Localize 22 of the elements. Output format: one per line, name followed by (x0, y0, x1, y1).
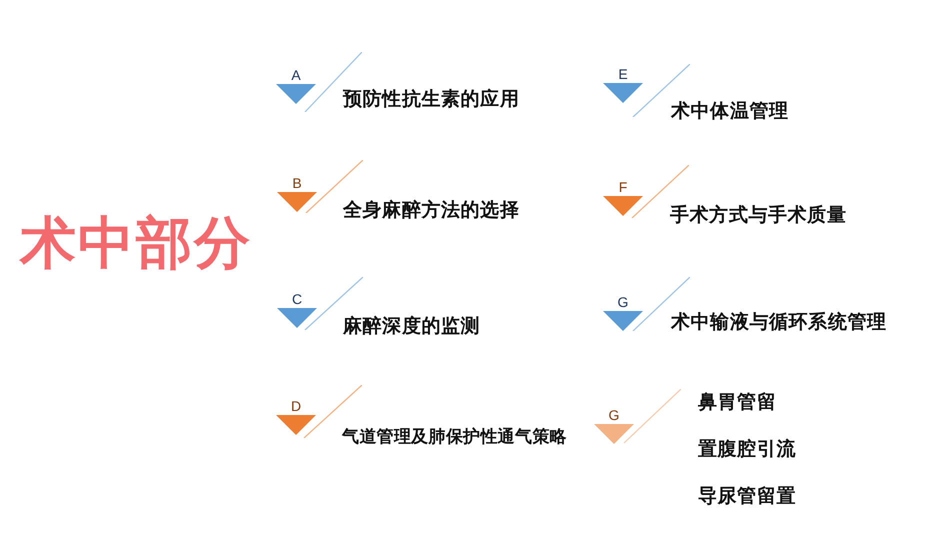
marker-letter: C (290, 291, 304, 307)
marker-letter: F (618, 179, 628, 195)
triangle-marker (276, 52, 362, 112)
topic-text: 置腹腔引流 (698, 437, 796, 461)
topic-text: 术中体温管理 (671, 99, 789, 123)
marker-letter: G (608, 407, 620, 423)
topic-text: 全身麻醉方法的选择 (343, 198, 520, 222)
marker-letter: D (290, 398, 302, 414)
topic-text: 麻醉深度的监测 (343, 314, 480, 338)
marker-letter: G (616, 294, 630, 310)
title: 术中部分 (20, 210, 252, 278)
topic-text: 预防性抗生素的应用 (343, 87, 520, 111)
triangle-marker (603, 277, 690, 331)
topic-text: 术中输液与循环系统管理 (671, 310, 887, 334)
topic-text: 气道管理及肺保护性通气策略 (342, 426, 567, 449)
marker-letter: E (617, 66, 629, 82)
triangle-marker (594, 389, 681, 444)
marker-letter: A (290, 67, 302, 83)
topic-text: 导尿管留置 (698, 484, 796, 508)
topic-text: 手术方式与手术质量 (670, 203, 846, 227)
marker-letter: B (291, 175, 303, 191)
topic-text: 鼻胃管留 (698, 390, 776, 414)
